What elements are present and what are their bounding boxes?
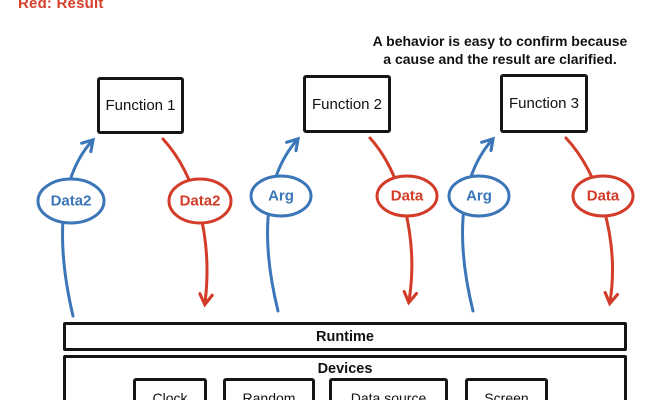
cause-arrow-3 — [461, 136, 495, 313]
function-3-label: Function 3 — [508, 95, 580, 112]
cause-node-label-arg-2: Arg — [466, 187, 492, 205]
device-label-screen: Screen — [484, 390, 529, 400]
devices-label: Devices — [317, 361, 373, 377]
result-node-ellipse-2 — [375, 174, 439, 218]
device-label-data-source: Data source — [350, 390, 427, 400]
device-box-random: Random — [223, 378, 315, 400]
function-1-label: Function 1 — [105, 97, 176, 114]
cause-node-ellipse-1 — [36, 177, 106, 225]
function-3-box: Function 3 — [500, 74, 588, 133]
legend-red-result: Red: Result — [18, 0, 104, 12]
cause-node-ellipse-2 — [249, 174, 313, 218]
headline-line-2: a cause and the result are clarified. — [383, 50, 617, 67]
result-node-ellipse-1 — [167, 177, 233, 225]
runtime-box: Runtime — [63, 322, 627, 351]
function-1-box: Function 1 — [97, 77, 184, 134]
device-label-clock: Clock — [152, 390, 188, 400]
result-arrow-2 — [368, 136, 419, 306]
result-node-label-data2: Data2 — [179, 192, 221, 210]
device-box-data-source: Data source — [329, 378, 448, 400]
headline-note: A behavior is easy to confirm because a … — [350, 33, 650, 68]
cause-node-ellipse-3 — [447, 174, 511, 218]
result-node-label-data-2: Data — [586, 187, 620, 205]
function-2-box: Function 2 — [303, 75, 391, 133]
result-node-ellipse-3 — [571, 174, 635, 218]
function-2-label: Function 2 — [311, 95, 383, 113]
runtime-label: Runtime — [316, 328, 374, 345]
result-arrow-3 — [564, 136, 620, 307]
cause-node-label-data2: Data2 — [50, 192, 92, 210]
headline-line-1: A behavior is easy to confirm because — [372, 33, 628, 49]
cause-arrow-2 — [266, 136, 300, 313]
cause-arrow-1 — [61, 137, 96, 318]
device-box-screen: Screen — [465, 378, 548, 400]
device-label-random: Random — [242, 390, 296, 400]
device-box-clock: Clock — [133, 378, 207, 400]
cause-node-label-arg-1: Arg — [268, 187, 294, 205]
result-node-label-data-1: Data — [390, 187, 424, 205]
